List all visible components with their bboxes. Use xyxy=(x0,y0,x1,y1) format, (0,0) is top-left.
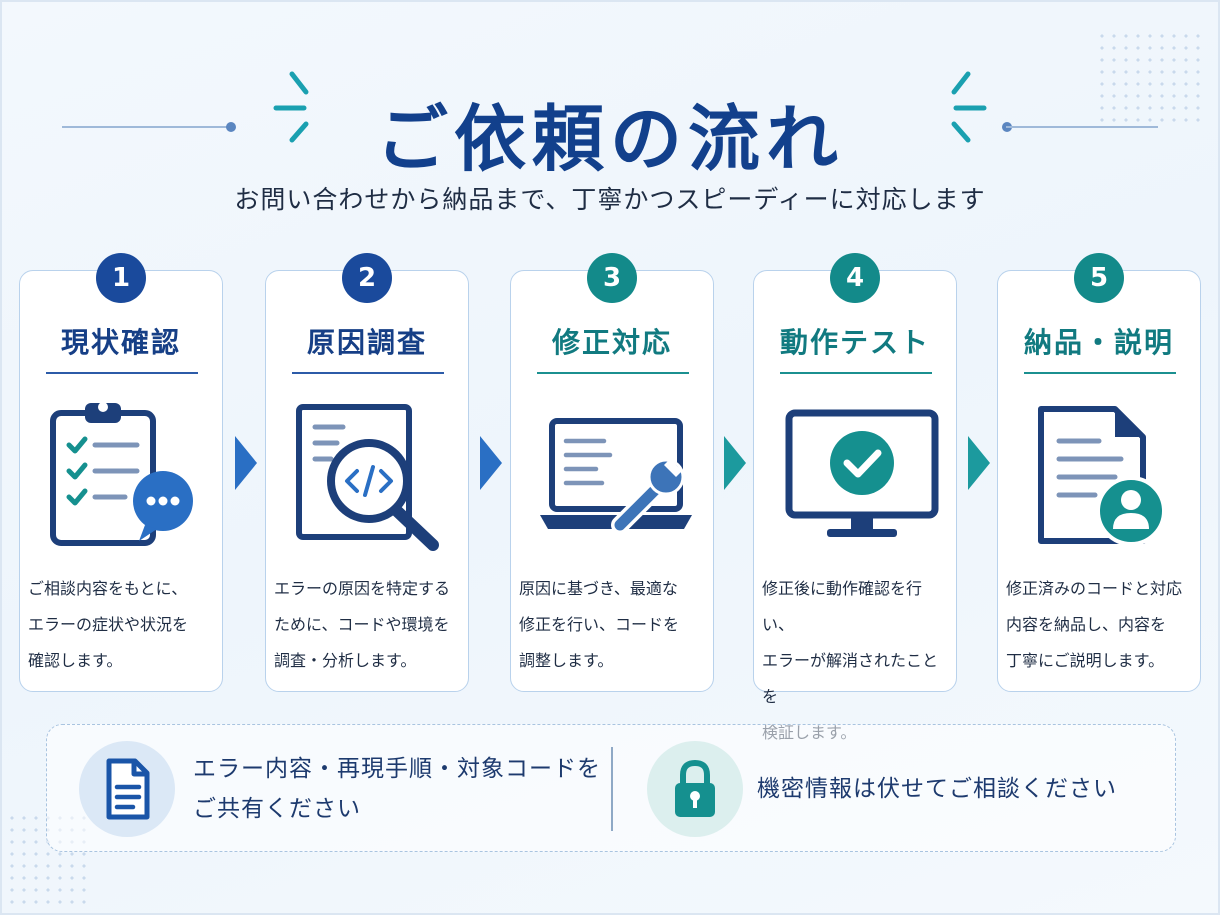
step-title-underline xyxy=(292,372,444,374)
step-card-2: 2 原因調査 エラーの原因を特定する ために、コードや環境を 調査・分析します。 xyxy=(265,253,469,692)
monitor-check-icon xyxy=(785,409,939,537)
step-description-line: ために、コードや環境を xyxy=(274,615,450,634)
step-description: 原因に基づき、最適な 修正を行い、コードを 調整します。 xyxy=(519,571,709,679)
laptop-wrench-icon xyxy=(540,418,692,534)
header-line-right xyxy=(1006,126,1158,128)
page-subtitle: お問い合わせから納品まで、丁寧かつスピーディーに対応します xyxy=(234,185,986,214)
step-description-line: 確認します。 xyxy=(28,651,123,670)
clipboard-chat-icon xyxy=(50,402,193,546)
step-card-5: 5 納品・説明 修正済みのコードと対応 内容を納品し、内容を 丁寧にご説明します… xyxy=(997,253,1201,692)
step-description-line: 修正済みのコードと対応 xyxy=(1006,579,1183,598)
padlock-icon xyxy=(675,759,715,817)
step-description-line: 原因に基づき、最適な xyxy=(519,579,678,598)
step-description: 修正済みのコードと対応 内容を納品し、内容を 丁寧にご説明します。 xyxy=(1006,571,1196,679)
note-share-icon-circle xyxy=(79,741,175,837)
step-description-line: 調整します。 xyxy=(519,651,614,670)
step-number-badge: 1 xyxy=(96,253,146,303)
step-description-line: ご相談内容をもとに、 xyxy=(28,579,188,598)
chevron-right-icon xyxy=(235,436,257,490)
note-share-text: エラー内容・再現手順・対象コードを ご共有ください xyxy=(193,749,601,829)
step-description-line: エラーの原因を特定する xyxy=(274,579,451,598)
step-description-line: エラーが解消されたことを xyxy=(762,651,939,706)
step-title: 納品・説明 xyxy=(1023,326,1174,359)
notes-divider xyxy=(611,747,613,831)
document-user-icon xyxy=(1038,406,1166,546)
notes-box: エラー内容・再現手順・対象コードを ご共有ください 機密情報は伏せてご相談くださ… xyxy=(46,724,1176,852)
step-title-underline xyxy=(46,372,198,374)
step-description-line: 修正後に動作確認を行い、 xyxy=(762,579,923,634)
chevron-right-icon xyxy=(968,436,990,490)
header-dot-left xyxy=(226,122,236,132)
note-share-line: ご共有ください xyxy=(193,796,361,822)
step-title: 修正対応 xyxy=(551,326,672,359)
step-description-line: 調査・分析します。 xyxy=(274,651,417,670)
sparkle-left-icon xyxy=(273,71,309,143)
step-description: エラーの原因を特定する ために、コードや環境を 調査・分析します。 xyxy=(274,571,464,679)
step-title: 動作テスト xyxy=(779,326,930,359)
step-card-4: 4 動作テスト 修正後に動作確認を行い、 エラーが解消されたことを 検証します。 xyxy=(753,253,957,742)
step-description-line: 丁寧にご説明します。 xyxy=(1006,651,1165,670)
header-line-left xyxy=(62,126,230,128)
step-title-underline xyxy=(780,372,932,374)
code-magnifier-icon xyxy=(296,404,439,551)
note-privacy-icon-circle xyxy=(647,741,743,837)
chevron-right-icon xyxy=(724,436,746,490)
note-share-line: エラー内容・再現手順・対象コードを xyxy=(193,756,601,782)
step-description-line: 修正を行い、コードを xyxy=(519,615,680,634)
document-icon xyxy=(106,758,150,820)
step-number-badge: 4 xyxy=(830,253,880,303)
step-description-line: 内容を納品し、内容を xyxy=(1006,615,1167,634)
step-title: 現状確認 xyxy=(60,326,181,359)
step-title-underline xyxy=(1024,372,1176,374)
step-card-1: 1 現状確認 ご相談内容をもとに、 エラーの症状や状況を 確認します。 xyxy=(19,253,223,692)
step-number-badge: 2 xyxy=(342,253,392,303)
chevron-right-icon xyxy=(480,436,502,490)
step-card-3: 3 修正対応 原因に基づき、最適な 修正を行い、コードを 調整します。 xyxy=(510,253,714,692)
step-title: 原因調査 xyxy=(306,326,427,359)
step-title-underline xyxy=(537,372,689,374)
sparkle-right-icon xyxy=(951,71,987,143)
step-number-badge: 3 xyxy=(587,253,637,303)
page-title: ご依頼の流れ xyxy=(375,97,844,181)
header: ご依頼の流れ xyxy=(0,70,1220,181)
step-number-badge: 5 xyxy=(1074,253,1124,303)
step-description: ご相談内容をもとに、 エラーの症状や状況を 確認します。 xyxy=(28,571,218,679)
step-description-line: エラーの症状や状況を xyxy=(28,615,189,634)
dot-pattern xyxy=(1096,30,1208,130)
note-privacy-text: 機密情報は伏せてご相談ください xyxy=(757,776,1117,802)
